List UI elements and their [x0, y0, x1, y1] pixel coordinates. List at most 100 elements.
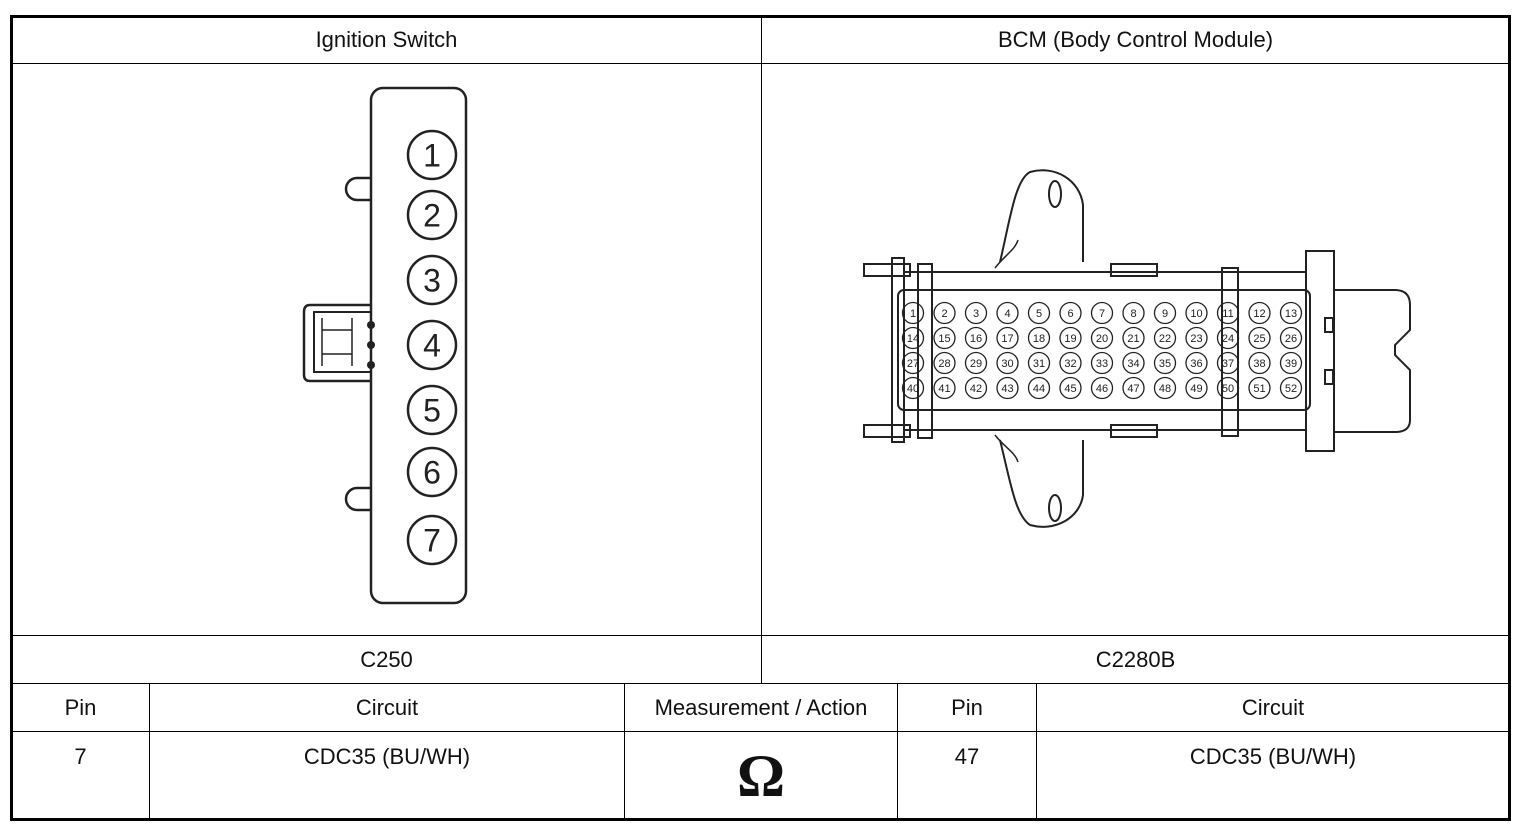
- pin-circle: [406, 254, 458, 306]
- pin-label: 34: [1127, 358, 1139, 370]
- bcm-pin-38: 38: [1248, 351, 1271, 375]
- pin-circle: [1216, 351, 1240, 375]
- pin-label: 23: [1190, 333, 1202, 345]
- pin-circle: [996, 351, 1019, 375]
- pin-label: 38: [1253, 358, 1265, 370]
- pin-circle: [901, 376, 925, 400]
- bcm-pin-27: 27: [901, 351, 925, 375]
- pin-circle: [1279, 326, 1303, 350]
- pin-circle: [1059, 351, 1082, 375]
- pin-circle: [1122, 326, 1145, 350]
- bcm-pin-42: 42: [964, 376, 988, 400]
- bcm-pin-40: 40: [901, 376, 925, 400]
- pin-label: 29: [970, 358, 982, 370]
- grid-line: [761, 17, 762, 683]
- pin-label: 30: [1001, 358, 1013, 370]
- pin-label: 10: [1190, 308, 1202, 320]
- pin-label: 44: [1033, 383, 1045, 395]
- grid-line: [12, 731, 1509, 732]
- pin-circle: [1027, 326, 1051, 350]
- pin-circle: [1185, 376, 1208, 400]
- bcm-pin-15: 15: [933, 326, 956, 350]
- ignition-switch-title: Ignition Switch: [315, 27, 458, 52]
- bcm-pin-46: 46: [1090, 376, 1114, 400]
- pin-label: 9: [1162, 308, 1168, 320]
- pin-label: 43: [1001, 383, 1013, 395]
- pin-label: 7: [1099, 308, 1105, 320]
- ignition-pin-1: 1: [406, 129, 458, 181]
- bcm-pin-22: 22: [1153, 326, 1177, 350]
- bcm-pin-23: 23: [1185, 326, 1208, 350]
- pin-circle: [996, 376, 1019, 400]
- bcm-pin-11: 11: [1216, 301, 1240, 325]
- pin-circle: [1248, 376, 1271, 400]
- pin-circle: [1059, 376, 1082, 400]
- pin-label: 46: [1096, 383, 1108, 395]
- bcm-pin-34: 34: [1122, 351, 1145, 375]
- pin-circle: [996, 326, 1019, 350]
- pin-label: 4: [1004, 308, 1010, 320]
- bcm-title: BCM (Body Control Module): [997, 27, 1274, 52]
- bcm-pin-43: 43: [996, 376, 1019, 400]
- pin-circle: [1027, 376, 1051, 400]
- bcm-pin-13: 13: [1279, 301, 1303, 325]
- bcm-pin-25: 25: [1248, 326, 1271, 350]
- pin-circle: [1090, 351, 1114, 375]
- pin-circle: [964, 301, 988, 325]
- bcm-pin-1: 1: [901, 301, 925, 325]
- pin-circle: [1279, 301, 1303, 325]
- pin-circle: [1248, 301, 1271, 325]
- pin-label: 1: [423, 138, 441, 174]
- pin-label: 32: [1064, 358, 1076, 370]
- bcm-pin-35: 35: [1153, 351, 1177, 375]
- pin-circle: [964, 326, 988, 350]
- pin-label: 7: [423, 523, 441, 559]
- bcm-pin-8: 8: [1122, 301, 1145, 325]
- bcm-pin-7: 7: [1090, 301, 1114, 325]
- pin-label: 5: [1036, 308, 1042, 320]
- pin-label: 12: [1253, 308, 1265, 320]
- pin-label: 28: [938, 358, 950, 370]
- header-pin-b: Pin: [951, 694, 983, 720]
- pin-label: 51: [1253, 383, 1265, 395]
- bcm-pin-50: 50: [1216, 376, 1240, 400]
- bcm-pin-10: 10: [1185, 301, 1208, 325]
- bcm-pin-48: 48: [1153, 376, 1177, 400]
- bcm-pin-24: 24: [1216, 326, 1240, 350]
- pin-circle: [1153, 326, 1177, 350]
- pin-circle: [406, 319, 458, 371]
- pin-circle: [406, 189, 458, 241]
- pin-label: 48: [1159, 383, 1171, 395]
- pin-label: 39: [1285, 358, 1297, 370]
- pin-label: 42: [970, 383, 982, 395]
- pin-label: 45: [1064, 383, 1076, 395]
- pin-label: 5: [423, 393, 441, 429]
- pin-circle: [1216, 301, 1240, 325]
- pin-circle: [901, 326, 925, 350]
- ohm-symbol: Ω: [736, 742, 786, 809]
- bcm-pin-4: 4: [996, 301, 1019, 325]
- bcm-pin-45: 45: [1059, 376, 1082, 400]
- pin-circle: [1122, 301, 1145, 325]
- ignition-pin-4: 4: [406, 319, 458, 371]
- ignition-pin-2: 2: [406, 189, 458, 241]
- pin-label: 11: [1222, 308, 1233, 320]
- ignition-pin-3: 3: [406, 254, 458, 306]
- bcm-pin-47: 47: [1122, 376, 1145, 400]
- pin-label: 25: [1253, 333, 1265, 345]
- ignition-pin-5: 5: [406, 384, 458, 436]
- bcm-pin-39: 39: [1279, 351, 1303, 375]
- pin-label: 52: [1285, 383, 1297, 395]
- pin-circle: [1090, 301, 1114, 325]
- pin-label: 49: [1190, 383, 1202, 395]
- pin-label: 47: [1127, 383, 1139, 395]
- bcm-pin-31: 31: [1027, 351, 1051, 375]
- pin-circle: [964, 376, 988, 400]
- pin-circle: [406, 129, 458, 181]
- pin-label: 18: [1033, 333, 1045, 345]
- bcm-pin-12: 12: [1248, 301, 1271, 325]
- bcm-pin-18: 18: [1027, 326, 1051, 350]
- bcm-pin-41: 41: [933, 376, 956, 400]
- bcm-pin-2: 2: [933, 301, 956, 325]
